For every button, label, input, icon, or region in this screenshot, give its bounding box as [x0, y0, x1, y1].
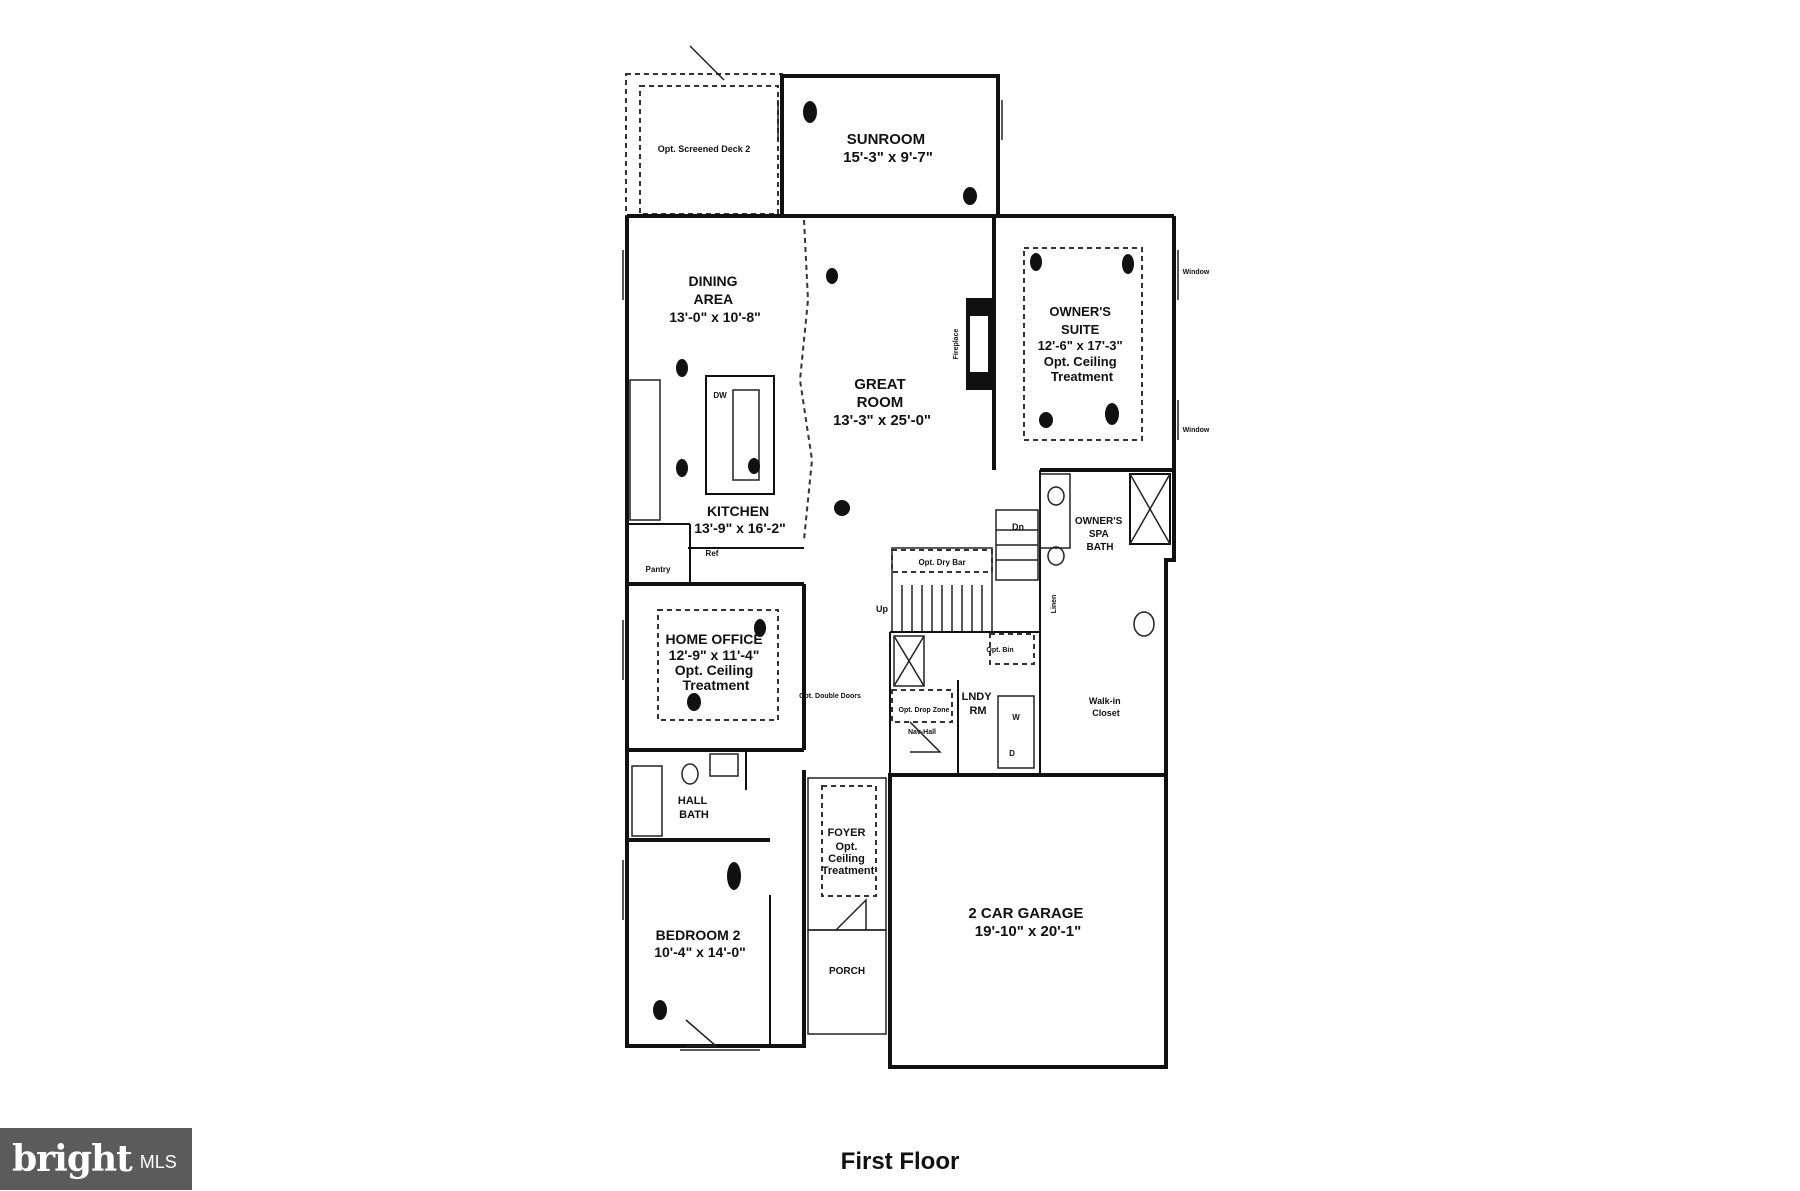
nav-hall-label: Nav-Hall	[908, 729, 936, 736]
room-line: 19'-10" x 20'-1"	[975, 923, 1081, 940]
room-label: HOME OFFICE 12'-9" x 11'-4" Opt. Ceiling…	[665, 631, 766, 693]
washer-label: W	[1012, 713, 1020, 722]
feature-labels: Fireplace Dn Up Opt. Dry Bar Pantry Ref …	[646, 269, 1210, 758]
room-label: FOYER Opt. Ceiling Treatment	[822, 827, 875, 877]
room-label: LNDY RM	[962, 691, 995, 717]
room-label: OWNER'S SUITE 12'-6" x 17'-3" Opt. Ceili…	[1038, 304, 1127, 384]
room-line: Treatment	[1051, 369, 1114, 384]
room-line: Walk-in	[1089, 696, 1121, 706]
room-line: Treatment	[822, 865, 875, 877]
room-line: 15'-3" x 9'-7"	[843, 149, 933, 166]
room-label: GREAT ROOM 13'-3" x 25'-0"	[833, 376, 931, 429]
drop-zone-label: Opt. Drop Zone	[899, 707, 950, 714]
room-line: BATH	[1086, 542, 1113, 553]
room-line: RM	[969, 705, 986, 717]
room-label: 2 CAR GARAGE 19'-10" x 20'-1"	[968, 905, 1087, 940]
dn-label: Dn	[1012, 522, 1024, 532]
room-label: DINING AREA 13'-0" x 10'-8"	[669, 273, 761, 325]
dryer-label: D	[1009, 749, 1015, 758]
room-line: ROOM	[857, 394, 904, 411]
double-doors-label: Opt. Double Doors	[799, 693, 861, 700]
opt-bin-label: Opt. Bin	[986, 647, 1013, 654]
room-line: DINING	[689, 273, 738, 289]
room-label: OWNER'S SPA BATH	[1075, 516, 1125, 553]
room-line: GREAT	[854, 376, 905, 393]
room-line: 12'-9" x 11'-4"	[669, 647, 760, 663]
room-line: 13'-3" x 25'-0"	[833, 412, 931, 429]
room-line: 13'-0" x 10'-8"	[669, 309, 761, 325]
brand-name: bright	[12, 1138, 133, 1180]
room-line: Opt. Screened Deck 2	[658, 144, 751, 154]
room-line: Opt. Ceiling	[675, 662, 754, 678]
ref-label: Ref	[706, 549, 719, 558]
room-label: Opt. Screened Deck 2	[658, 144, 751, 154]
up-label: Up	[876, 604, 888, 614]
fireplace-label: Fireplace	[953, 329, 960, 360]
room-line: 10'-4" x 14'-0"	[654, 944, 746, 960]
brand-logo: bright MLS	[0, 1128, 192, 1190]
room-label: PORCH	[829, 966, 865, 977]
room-label: SUNROOM 15'-3" x 9'-7"	[843, 131, 933, 166]
room-line: Closet	[1092, 708, 1120, 718]
room-line: SPA	[1089, 529, 1109, 540]
room-line: BATH	[679, 809, 709, 821]
room-line: Opt.	[835, 841, 857, 853]
dw-label: DW	[713, 391, 727, 400]
room-line: PORCH	[829, 966, 865, 977]
brand-suffix: MLS	[139, 1151, 177, 1172]
room-line: OWNER'S	[1049, 304, 1111, 319]
room-line: 2 CAR GARAGE	[968, 905, 1083, 922]
room-label: KITCHEN 13'-9" x 16'-2"	[694, 503, 786, 536]
marker-marks	[653, 101, 1134, 1020]
room-line: Opt. Ceiling	[1044, 354, 1117, 369]
room-line: FOYER	[828, 827, 866, 839]
room-line: 13'-9" x 16'-2"	[694, 520, 786, 536]
room-line: AREA	[693, 291, 733, 307]
room-labels: Opt. Screened Deck 2 SUNROOM 15'-3" x 9'…	[654, 131, 1127, 977]
room-line: HALL	[678, 795, 708, 807]
room-line: SUNROOM	[847, 131, 925, 148]
room-line: KITCHEN	[707, 503, 769, 519]
room-label: Walk-in Closet	[1089, 696, 1123, 718]
room-line: HOME OFFICE	[665, 631, 762, 647]
room-line: OWNER'S	[1075, 516, 1123, 527]
floor-caption: First Floor	[840, 1148, 960, 1175]
room-label: BEDROOM 2 10'-4" x 14'-0"	[654, 927, 746, 960]
room-line: 12'-6" x 17'-3"	[1038, 338, 1123, 353]
linen-label: Linen	[1051, 595, 1058, 614]
window-label: Window	[1183, 269, 1210, 276]
room-line: Treatment	[683, 677, 750, 693]
walls	[622, 45, 1179, 1069]
room-line: BEDROOM 2	[656, 927, 741, 943]
window-label: Window	[1183, 427, 1210, 434]
room-line: Ceiling	[828, 853, 865, 865]
room-label: HALL BATH	[678, 795, 710, 821]
room-line: SUITE	[1061, 322, 1100, 337]
room-line: LNDY	[962, 691, 993, 703]
dry-bar-label: Opt. Dry Bar	[918, 558, 965, 567]
pantry-label: Pantry	[646, 565, 671, 574]
